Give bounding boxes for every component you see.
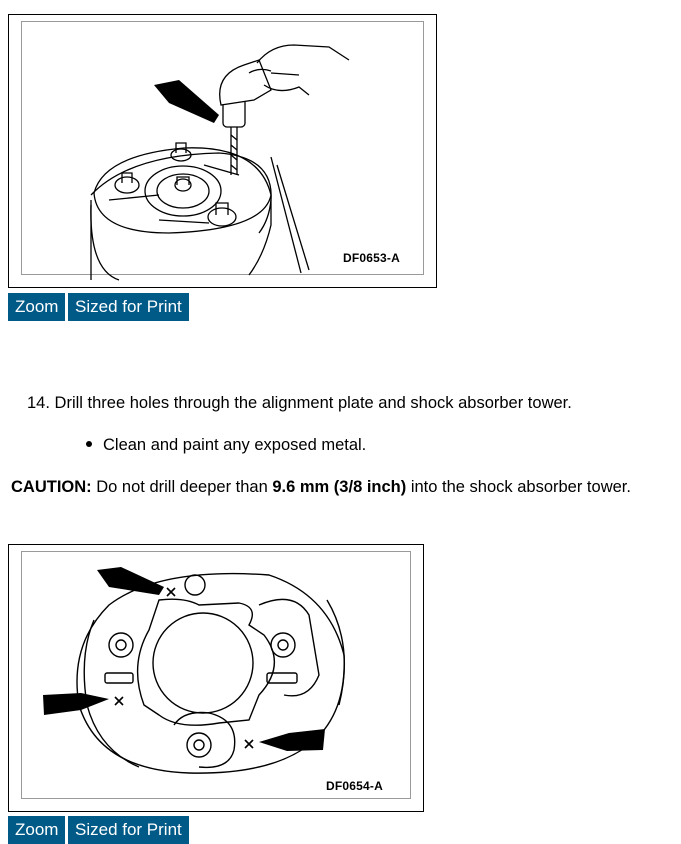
step-14: 14. Drill three holes through the alignm… [27, 394, 572, 413]
step-number: 14. [27, 394, 50, 412]
figure-code-label: DF0653-A [343, 251, 400, 265]
plate-holes-illustration [43, 567, 346, 774]
figure-inner-frame [21, 551, 411, 799]
caution-label: CAUTION: [11, 478, 92, 496]
figure-code-label: DF0654-A [326, 779, 383, 793]
caution-note: CAUTION: Do not drill deeper than 9.6 mm… [11, 478, 631, 497]
caution-text-1: Do not drill deeper than [91, 478, 273, 496]
sized-for-print-button[interactable]: Sized for Print [68, 293, 189, 321]
sized-for-print-button[interactable]: Sized for Print [68, 816, 189, 844]
caution-text-2: into the shock absorber tower. [406, 478, 631, 496]
caution-measure: 9.6 mm (3/8 inch) [272, 478, 407, 496]
step-text: Drill three holes through the alignment … [54, 394, 572, 412]
zoom-button[interactable]: Zoom [8, 816, 66, 844]
bullet-item: Clean and paint any exposed metal. [86, 436, 366, 455]
figure-drill-illustration: DF0653-A [8, 14, 437, 288]
zoom-button[interactable]: Zoom [8, 293, 66, 321]
figure-inner-frame [21, 21, 424, 275]
bullet-text: Clean and paint any exposed metal. [103, 436, 367, 454]
drill-illustration [90, 44, 350, 281]
figure-plate-holes-illustration: DF0654-A [8, 544, 424, 812]
bullet-dot [86, 440, 92, 447]
